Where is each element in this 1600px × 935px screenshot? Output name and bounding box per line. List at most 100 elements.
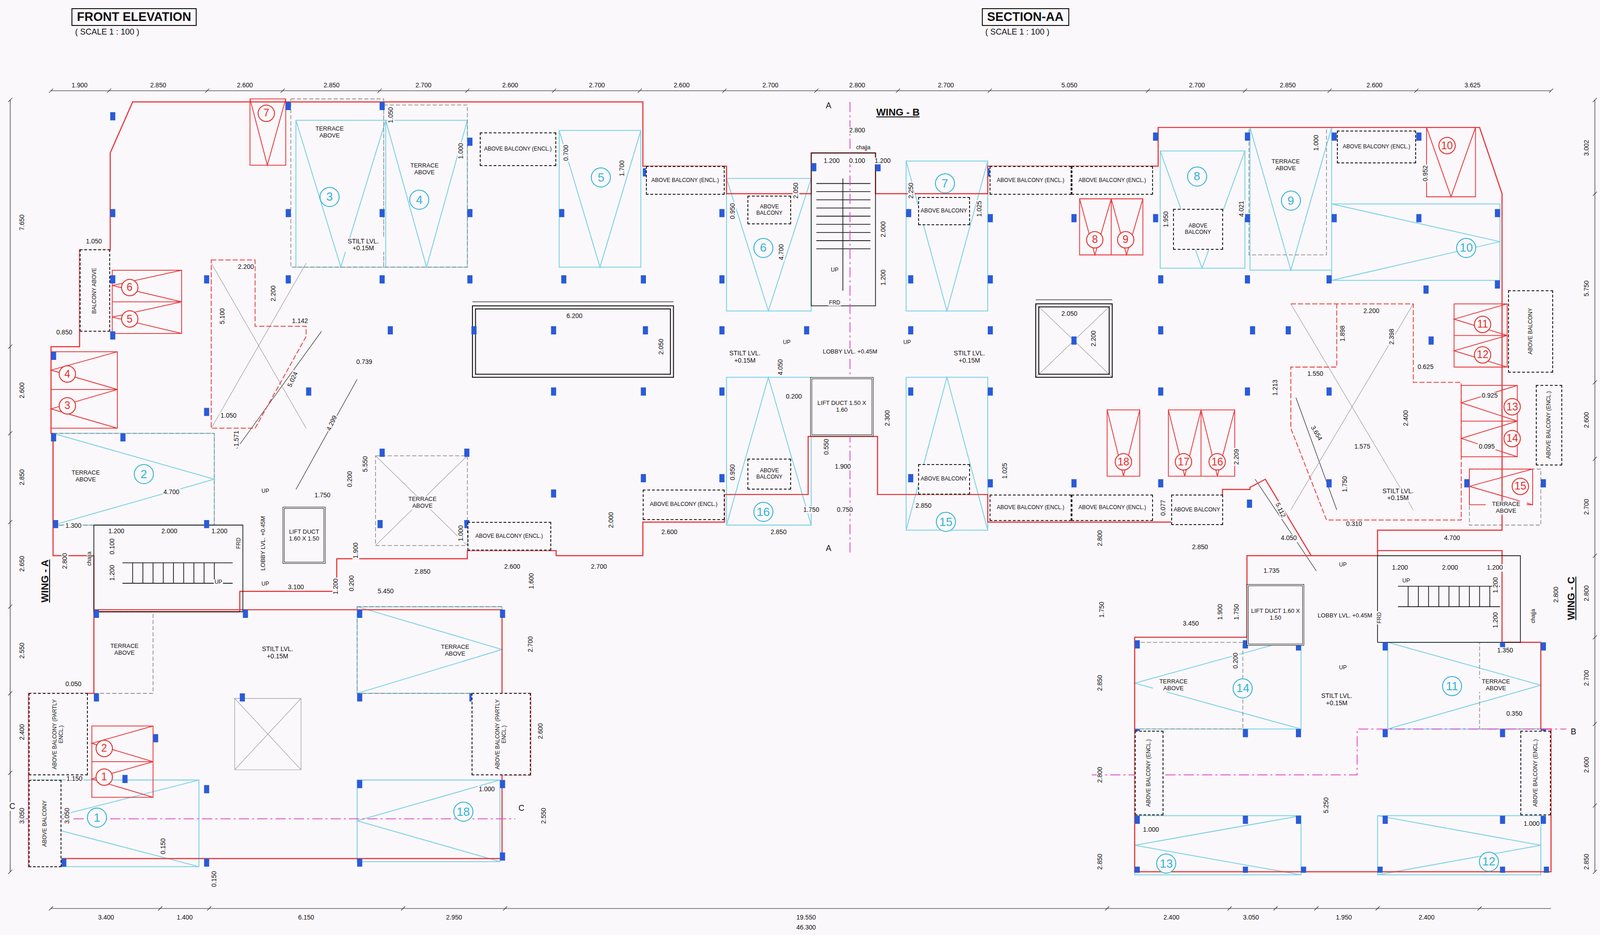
stair-note: UP: [260, 581, 271, 588]
node-inner: LOBBY LVL. +0.45M: [821, 348, 879, 356]
dashed-terrace-outlines: [53, 98, 1541, 730]
node-inner: ABOVE BALCONY (ENCL.): [1532, 733, 1540, 814]
stair-note: UP: [1338, 665, 1348, 671]
dimension-text: 2.700: [761, 82, 780, 90]
dimension-text: 1.025: [975, 200, 983, 219]
dimension-text: 1.050: [387, 106, 395, 125]
parking-number: 12: [1473, 346, 1492, 364]
room-text: BALCONY ABOVE: [91, 251, 99, 330]
shaft-walls: [472, 304, 1113, 378]
stair-note: chajja: [86, 550, 93, 567]
dimension-text: 2.700: [414, 82, 433, 90]
parking-number: 3: [58, 397, 77, 415]
node-inner: ABOVE BALCONY: [1173, 507, 1220, 514]
node-inner: TERRACE ABOVE: [1475, 678, 1517, 693]
stair-note: UP: [902, 339, 913, 346]
dimension-text: 1.898: [1339, 324, 1347, 343]
room-text: LOBBY LVL. +0.45M: [821, 348, 879, 356]
terrace-label: TERRACE ABOVE: [1151, 675, 1196, 696]
parking-number: 13: [1503, 398, 1521, 416]
balcony-box: ABOVE BALCONY: [1508, 290, 1554, 373]
dimension-text: 5.024: [285, 370, 300, 390]
lobby-area: LOBBY LVL. +0.45M: [250, 509, 276, 578]
terrace-label: TERRACE ABOVE: [63, 466, 108, 487]
dimension-text: 5.112: [1273, 500, 1288, 520]
room-text: TERRACE ABOVE: [1475, 678, 1517, 693]
dimension-text: 1.050: [219, 412, 238, 420]
dimension-text: 1.900: [833, 463, 852, 471]
title-box: FRONT ELEVATION( SCALE 1 : 100 ): [71, 8, 197, 37]
node-inner: ABOVE BALCONY (ENCL.): [1078, 177, 1147, 184]
parking-number: 8: [1086, 231, 1104, 249]
room-text: ABOVE BALCONY (PARTLY ENCL.): [494, 695, 508, 774]
dimension-text: 1.700: [619, 159, 626, 178]
parking-number: 14: [1503, 430, 1521, 448]
dimension-text: 2.050: [1060, 310, 1079, 318]
lobby-area: LOBBY LVL. +0.45M: [819, 333, 880, 371]
dimension-text: 2.700: [1583, 497, 1590, 516]
terrace-label: TERRACE ABOVE: [1264, 155, 1308, 176]
balcony-box: ABOVE BALCONY (ENCL.): [642, 489, 725, 521]
node-inner: ABOVE BALCONY (ENCL.): [996, 504, 1065, 512]
parking-number: 10: [1438, 137, 1456, 155]
balcony-box: ABOVE BALCONY: [1173, 208, 1224, 250]
terrace-label: TERRACE ABOVE: [102, 639, 147, 661]
dimension-text: 1.213: [1271, 378, 1279, 397]
dimension-text: 0.850: [55, 329, 74, 336]
dimension-text: 2.200: [269, 284, 277, 303]
dimension-text: 0.150: [159, 838, 167, 856]
dimension-text: 4.700: [1442, 535, 1461, 543]
parking-number: 3: [319, 187, 340, 208]
section-marker: B: [1569, 727, 1578, 737]
lift-duct-box: LIFT DUCT 1.50 X 1.60: [810, 377, 874, 437]
node-inner: TERRACE ABOVE: [1265, 158, 1307, 173]
node-inner: TERRACE ABOVE: [404, 162, 446, 177]
dimension-text: 2.600: [1583, 411, 1590, 430]
room-text: ABOVE BALCONY (ENCL.): [650, 501, 718, 508]
dimension-text: 2.600: [235, 82, 254, 90]
dimension-text: 1.142: [291, 317, 310, 325]
section-marker: C: [517, 804, 526, 814]
parking-number: 1: [95, 768, 113, 787]
dimension-text: 1.750: [802, 506, 821, 514]
dimension-text: 2.700: [1583, 669, 1590, 688]
title-box: SECTION-AA( SCALE 1 : 100 ): [981, 8, 1070, 37]
dimension-text: 4.700: [162, 489, 181, 497]
dimension-text: 0.952: [1422, 164, 1429, 183]
dimension-text: 2.050: [792, 182, 800, 200]
terrace-label: TERRACE ABOVE: [1484, 497, 1529, 519]
balcony-box: ABOVE BALCONY (ENCL.): [989, 494, 1072, 522]
dimension-text: 4.021: [1238, 200, 1245, 219]
dimension-text: 2.250: [907, 182, 915, 200]
lobby-area: LOBBY LVL. +0.45M: [1315, 601, 1376, 631]
dimension-text: 2.850: [914, 502, 933, 510]
dimension-text: 3.050: [63, 807, 71, 825]
room-text: ABOVE BALCONY (ENCL.): [1532, 733, 1540, 814]
lift-duct-box: LIFT DUCT 1.60 X 1.50: [1246, 584, 1305, 646]
node-inner: BALCONY ABOVE: [91, 251, 99, 330]
dimension-text: 0.950: [729, 463, 737, 482]
parking-number: 1: [86, 807, 107, 828]
dimension-text: 2.200: [1090, 329, 1098, 348]
dimension-text: 2.200: [1362, 307, 1381, 315]
dimension-text: 0.625: [1416, 363, 1435, 371]
balcony-box: ABOVE BALCONY (ENCL.): [1071, 166, 1154, 195]
room-text: ABOVE BALCONY (ENCL.): [1545, 387, 1553, 464]
node-inner: TERRACE ABOVE: [1485, 501, 1527, 515]
parking-number: 14: [1232, 678, 1253, 699]
dimension-text: 2.600: [501, 82, 519, 90]
dimension-text: 2.850: [413, 568, 432, 576]
room-text: ABOVE BALCONY: [749, 467, 789, 481]
terrace-label: TERRACE ABOVE: [433, 640, 478, 661]
node-inner: LIFT DUCT 1.60 X 1.50: [1249, 608, 1301, 622]
balcony-box: ABOVE BALCONY (ENCL.): [467, 522, 552, 551]
dimension-text: 3.625: [1463, 82, 1482, 90]
dimension-text: 2.700: [527, 635, 534, 654]
balcony-box: ABOVE BALCONY (PARTLY ENCL.): [471, 693, 531, 776]
node-inner: ABOVE BALCONY (ENCL.): [650, 501, 718, 508]
balcony-box: ABOVE BALCONY (ENCL.): [1520, 731, 1551, 816]
node-inner: LOBBY LVL. +0.45M: [259, 511, 267, 576]
dimension-text: 2.600: [537, 722, 544, 741]
room-text: LOBBY LVL. +0.45M: [259, 511, 267, 576]
dimension-text: 1.200: [1391, 564, 1409, 572]
